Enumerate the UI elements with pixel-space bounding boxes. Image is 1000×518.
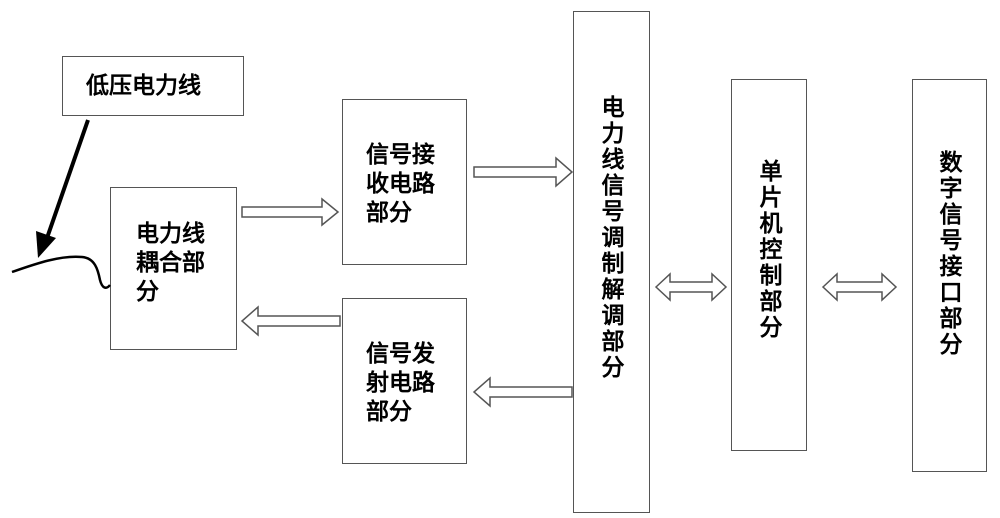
- mcu-label: 单片机控制部分: [755, 159, 781, 341]
- receive-circuit-label: 信号接 收电路 部分: [366, 142, 435, 226]
- arrow-coupling-to-receive: [241, 197, 340, 227]
- transmit-circuit-box: [342, 298, 467, 464]
- digital-interface-label: 数字信号接口部分: [935, 150, 961, 358]
- arrow-transmit-to-coupling: [240, 305, 341, 337]
- arrow-mcu-digital: [821, 272, 898, 302]
- mcu-box: [731, 79, 807, 451]
- pointer-arrow-shaft: [45, 119, 90, 239]
- arrow-modem-to-transmit: [472, 376, 573, 408]
- low-voltage-line-box: [62, 56, 244, 116]
- digital-interface-box: [912, 79, 987, 472]
- transmit-circuit-label: 信号发 射电路 部分: [366, 341, 435, 425]
- coupling-label: 电力线 耦合部 分: [136, 221, 205, 305]
- pointer-arrow-head: [36, 231, 56, 258]
- power-line-wire: [11, 255, 111, 289]
- receive-circuit-box: [342, 99, 467, 265]
- arrow-receive-to-modem: [473, 156, 574, 188]
- arrow-modem-mcu: [654, 272, 728, 302]
- modem-box: [573, 11, 650, 513]
- low-voltage-line-label: 低压电力线: [86, 73, 201, 99]
- coupling-box: [110, 187, 237, 350]
- modem-label: 电力线信号调制解调部分: [597, 95, 623, 381]
